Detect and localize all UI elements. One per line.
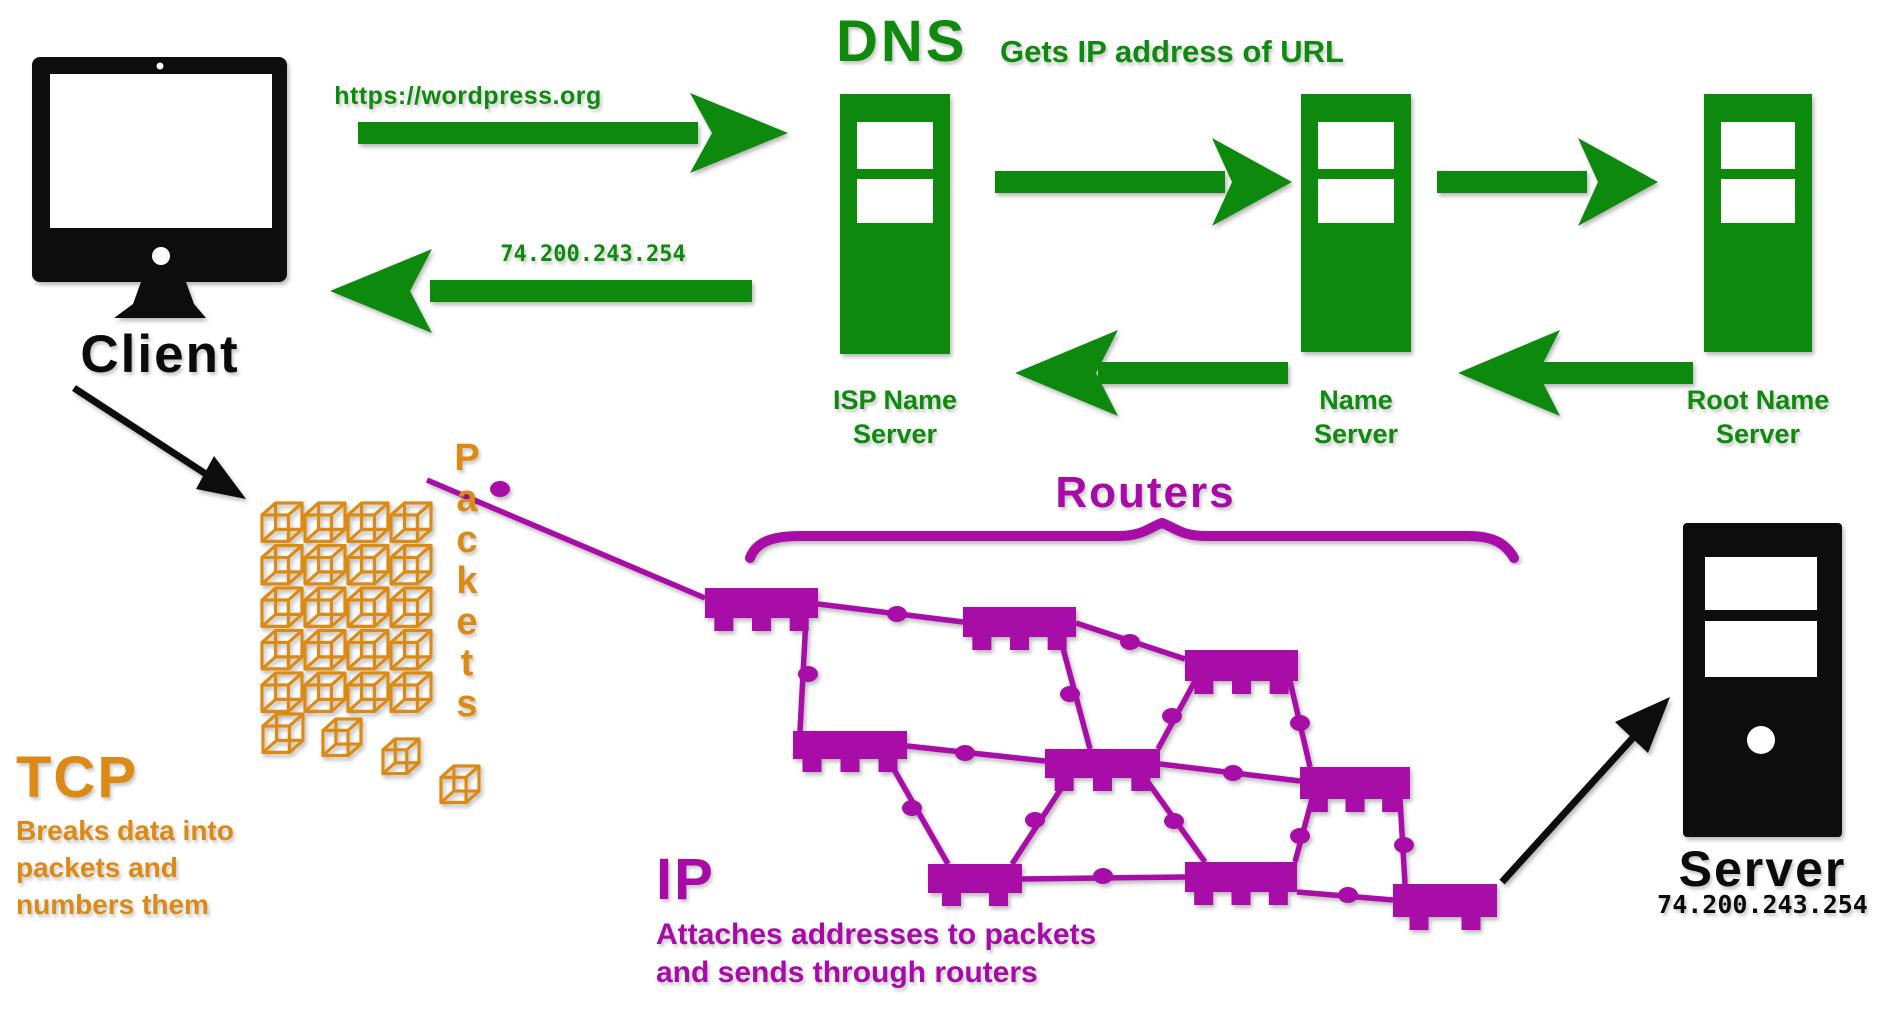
request-arrow <box>358 93 788 173</box>
router-node-icon <box>1393 884 1497 930</box>
root-name-server-label: Root Name Server <box>1686 385 1830 449</box>
packets-label: P a c k e t s <box>454 437 480 725</box>
router-node-icon <box>1300 767 1410 812</box>
router-network <box>425 477 1497 930</box>
router-node-icon <box>1045 749 1160 791</box>
ip-title: IP <box>656 847 715 912</box>
server-ip-label: 74.200.243.254 <box>1657 890 1868 919</box>
ip-description: Attaches addresses to packets and sends … <box>656 918 1097 989</box>
name-server-label: Name Server <box>1313 385 1399 449</box>
name-to-root-arrow <box>1437 138 1658 226</box>
root-name-server-icon <box>1704 94 1812 352</box>
tcp-title: TCP <box>16 745 138 810</box>
router-node-icon <box>705 588 818 631</box>
server-tower-icon <box>1683 523 1842 837</box>
router-node-icon <box>1185 862 1297 905</box>
request-url-label: https://wordpress.org <box>334 82 602 110</box>
router-node-icon <box>928 864 1022 906</box>
packet-cubes-icon <box>260 501 481 805</box>
client-to-packets-arrow <box>72 385 246 499</box>
routers-title: Routers <box>1055 468 1236 517</box>
client-label: Client <box>80 325 240 384</box>
name-to-isp-arrow <box>1015 330 1288 416</box>
isp-to-name-arrow <box>995 138 1292 226</box>
response-ip-label: 74.200.243.254 <box>500 242 686 267</box>
router-node-icon <box>963 607 1076 650</box>
dns-subtitle: Gets IP address of URL <box>1000 34 1344 69</box>
isp-name-server-icon <box>840 94 950 354</box>
tcp-description: Breaks data into packets and numbers the… <box>16 815 234 920</box>
client-monitor-icon <box>32 57 287 318</box>
router-node-icon <box>793 731 907 772</box>
isp-name-server-label: ISP Name Server <box>832 385 958 449</box>
server-label: Server <box>1678 841 1847 897</box>
response-arrow <box>330 249 752 333</box>
router-node-icon <box>1185 650 1298 694</box>
routers-brace <box>745 517 1519 563</box>
name-server-icon <box>1301 94 1411 352</box>
root-to-name-arrow <box>1458 330 1693 416</box>
router-to-server-arrow <box>1499 697 1670 885</box>
dns-title: DNS <box>836 9 968 74</box>
